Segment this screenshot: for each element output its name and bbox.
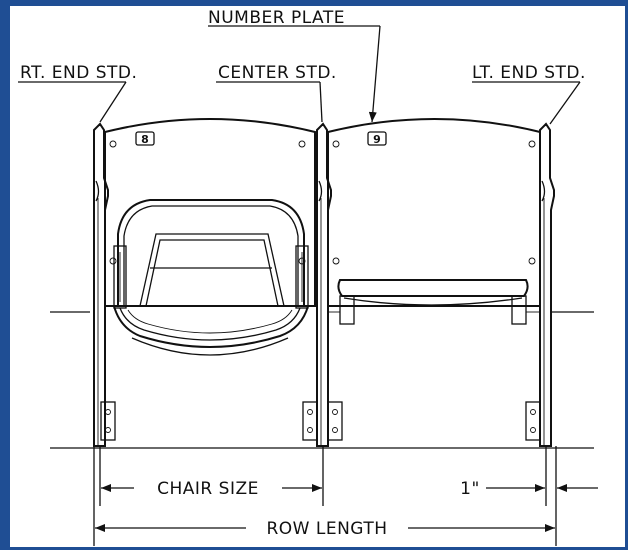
seat-number-right: 9 [373,133,381,146]
seat-number-left: 8 [141,133,149,146]
center-standard [302,122,343,447]
one-inch-label: 1" [460,479,480,499]
row-length-label: ROW LENGTH [266,519,387,539]
rt-end-std-label: RT. END STD. [20,63,137,83]
dimension-lines [93,446,598,546]
reference-lines [50,311,594,449]
right-chair: 9 [327,118,541,325]
chair-size-label: CHAIR SIZE [157,479,259,499]
number-plate-label: NUMBER PLATE [208,8,345,28]
lt-end-std-label: LT. END STD. [472,63,586,83]
center-std-label: CENTER STD. [218,63,337,83]
seating-diagram: 8 9 NUMBER PLATE RT. END STD. C [18,8,598,546]
drawing-frame: 8 9 NUMBER PLATE RT. END STD. C [10,6,625,547]
left-chair: 8 [104,118,316,356]
label-leaders [18,25,581,125]
